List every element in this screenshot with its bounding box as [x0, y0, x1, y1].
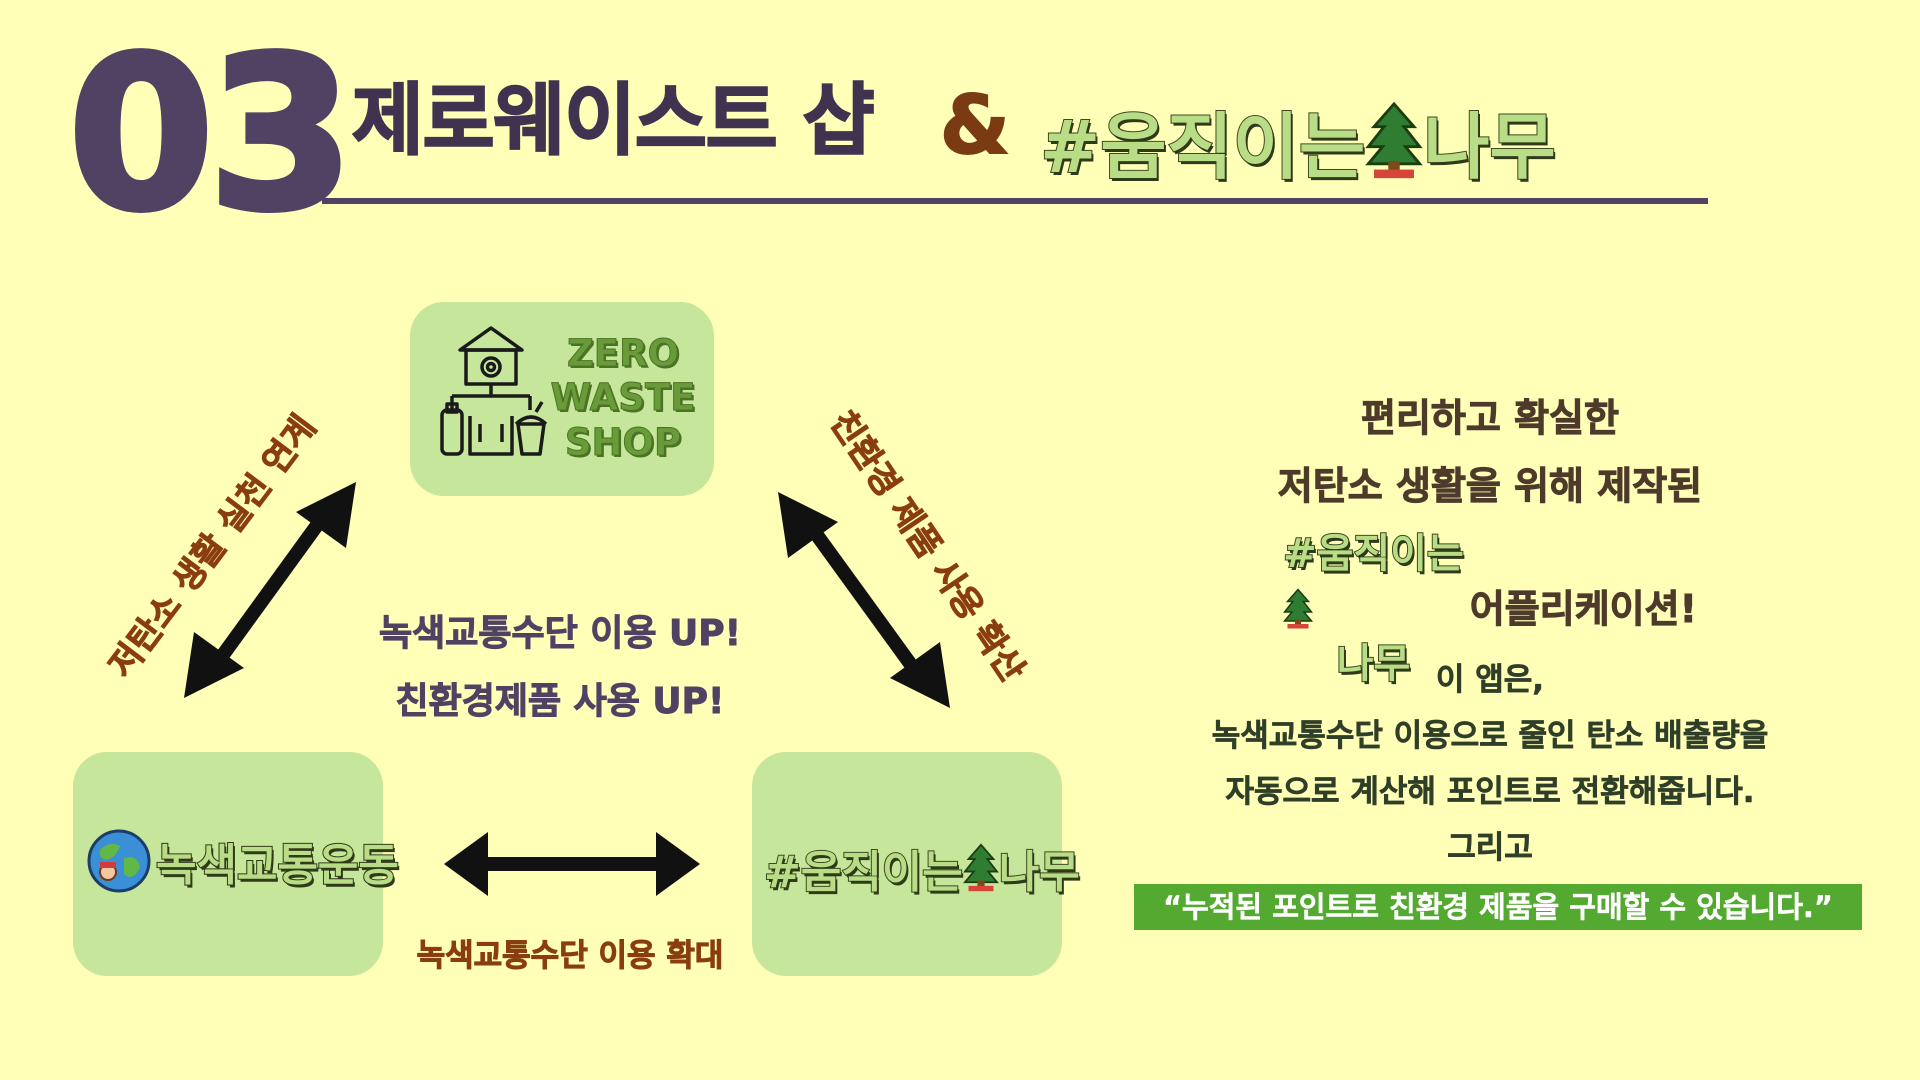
label-bottom: 녹색교통수단 이용 확대	[416, 938, 724, 975]
tree-icon	[1365, 101, 1424, 178]
app-card-logo-part1: #움직이는	[763, 846, 964, 899]
double-arrow-right-icon	[778, 492, 950, 708]
inline-logo-part2: 나무	[1336, 640, 1412, 688]
right-p4: 그리고	[1447, 830, 1533, 867]
ampersand: &	[939, 79, 1011, 172]
zero-waste-shop-card	[410, 302, 714, 496]
zero-waste-shop-label: ZERO WASTE SHOP	[548, 331, 698, 465]
double-arrow-left-icon	[184, 482, 356, 698]
zero-waste-line1: ZERO	[566, 331, 680, 375]
app-logo-inline: #움직이는 나무	[1282, 520, 1465, 698]
green-transport-logo: 녹색교통운동	[86, 828, 400, 894]
zero-waste-shop-icon	[440, 326, 548, 456]
app-logo-text-part1: #움직이는	[1039, 104, 1366, 190]
highlight-text: “누적된 포인트로 친환경 제품을 구매할 수 있습니다.”	[1163, 890, 1833, 924]
app-logo-card: #움직이는 나무	[763, 836, 1081, 900]
app-card	[752, 752, 1062, 976]
right-p1: 이 앱은,	[1435, 662, 1545, 699]
highlight-bar	[1134, 884, 1862, 930]
inline-logo-part1: #움직이는	[1282, 530, 1465, 578]
section-number: 03	[65, 12, 357, 257]
header-divider	[322, 198, 1708, 204]
right-line1: 편리하고 확실한	[1361, 396, 1620, 441]
center-text: 녹색교통수단 이용 UP! 친환경제품 사용 UP!	[350, 600, 770, 736]
app-card-logo-part2: 나무	[998, 846, 1081, 899]
double-arrow-horizontal-icon	[444, 832, 700, 896]
app-logo-text-part2: 나무	[1422, 104, 1556, 190]
right-p2: 녹색교통수단 이용으로 줄인 탄소 배출량을	[1211, 718, 1769, 755]
right-description: 이 앱은, 녹색교통수단 이용으로 줄인 탄소 배출량을 자동으로 계산해 포인…	[1140, 652, 1840, 876]
earth-icon	[87, 829, 151, 893]
center-line2: 친환경제품 사용 UP!	[395, 681, 725, 723]
right-p3: 자동으로 계산해 포인트로 전환해줍니다.	[1225, 774, 1755, 811]
tree-icon	[962, 843, 999, 892]
right-intro: 편리하고 확실한 저탄소 생활을 위해 제작된 #움직이는 나무 어플리케이션!	[1180, 384, 1800, 698]
page-title: 제로웨이스트 샵	[351, 76, 875, 166]
green-transport-logo-text: 녹색교통운동	[155, 839, 400, 892]
right-line3: #움직이는 나무 어플리케이션!	[1180, 520, 1800, 698]
tree-icon	[1283, 588, 1314, 629]
zero-waste-line2: WASTE	[550, 376, 696, 420]
right-line2: 저탄소 생활을 위해 제작된	[1277, 464, 1703, 509]
app-logo-header: #움직이는 나무	[1039, 88, 1557, 193]
right-line3-suffix: 어플리케이션!	[1469, 587, 1697, 632]
center-line1: 녹색교통수단 이용 UP!	[378, 613, 742, 655]
zero-waste-line3: SHOP	[564, 420, 682, 464]
